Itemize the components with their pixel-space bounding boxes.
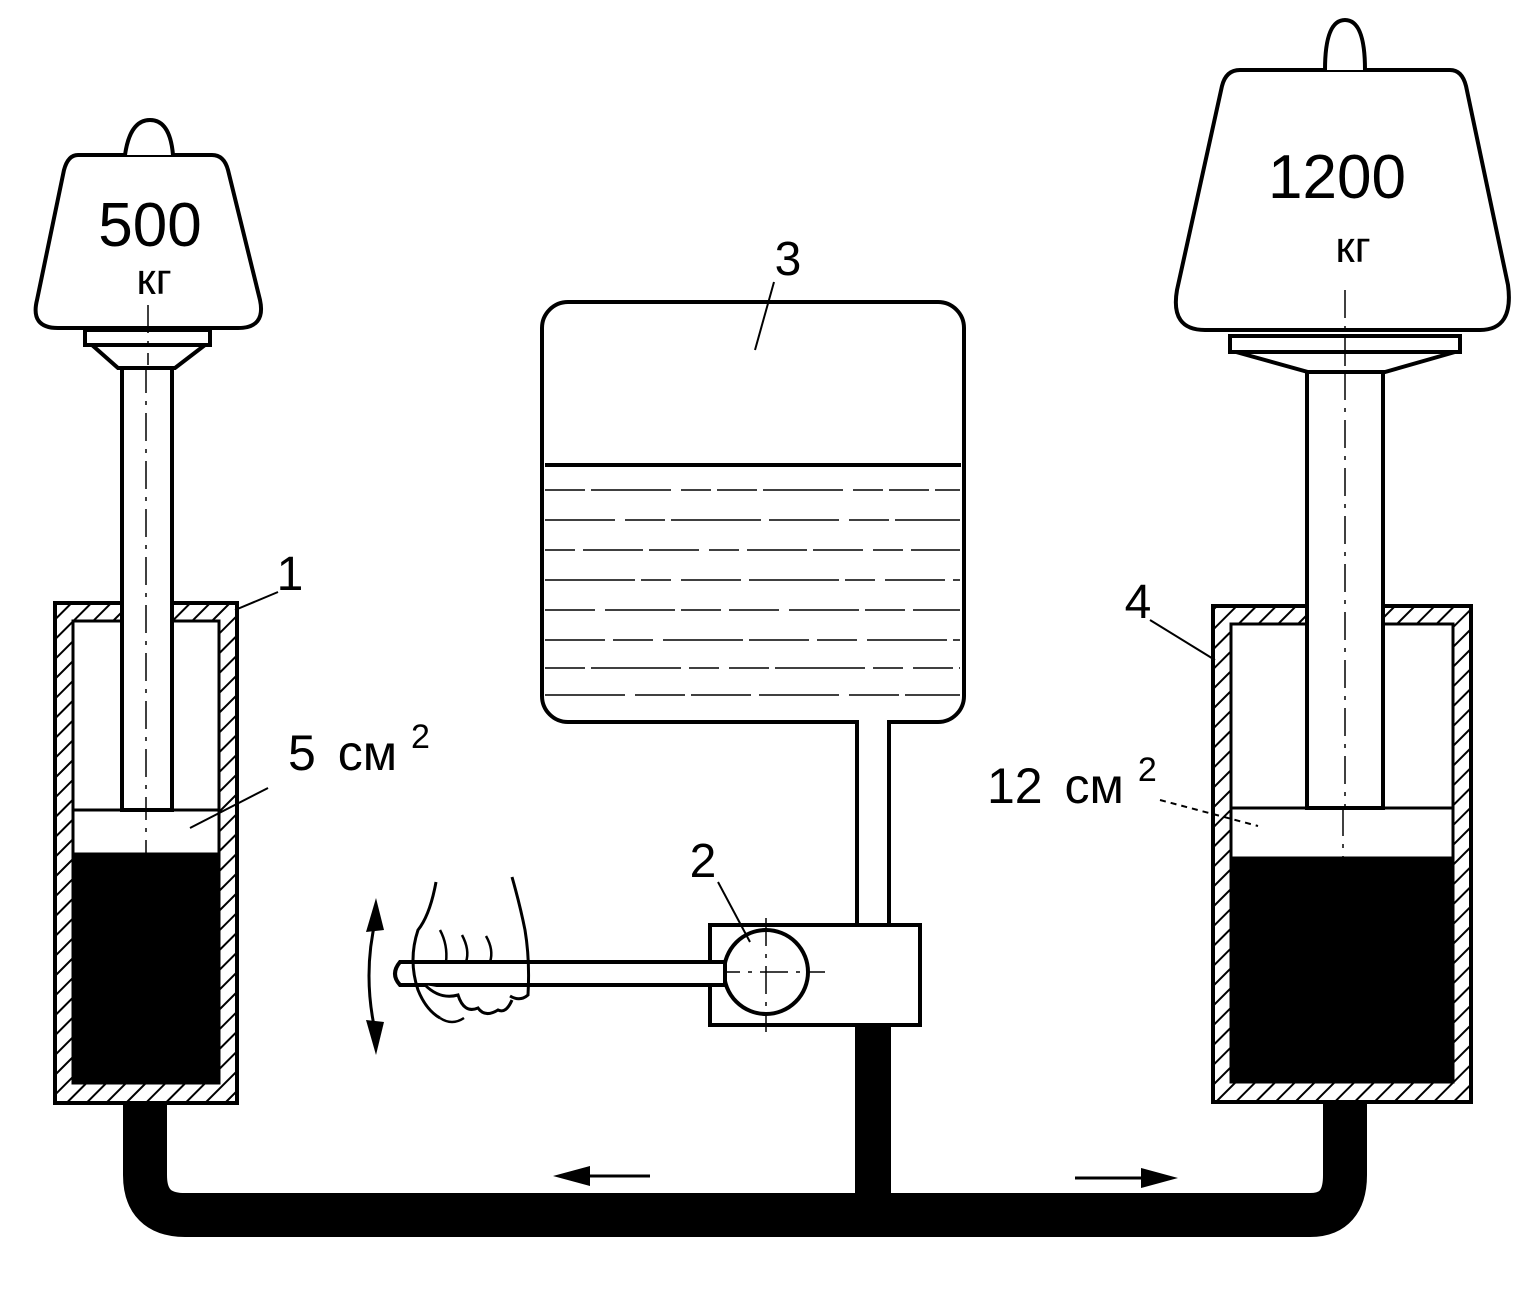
small-area-exponent: 2	[411, 718, 430, 756]
large-piston-area: 12 см 2	[987, 751, 1157, 814]
small-piston-area: 5 см 2	[288, 718, 430, 781]
small-weight-mass: 500	[98, 191, 201, 260]
small-area-unit: см	[338, 725, 397, 781]
small-piston-rod	[120, 363, 174, 812]
reservoir	[540, 300, 966, 724]
large-cylinder	[1211, 600, 1473, 1104]
small-area-value: 5	[288, 725, 316, 781]
leader-3	[754, 281, 775, 351]
leader-1	[234, 591, 279, 611]
reservoir-fluid	[545, 489, 960, 696]
flow-arrow-left	[553, 1166, 650, 1186]
label-small-cylinder: 1	[277, 548, 304, 601]
large-area-exponent: 2	[1138, 751, 1157, 789]
flow-arrow-right	[1075, 1168, 1178, 1188]
large-weight	[1173, 17, 1511, 374]
leader-2	[717, 881, 751, 943]
label-pump: 2	[690, 835, 717, 888]
small-weight-unit: кг	[136, 255, 171, 304]
label-reservoir: 3	[775, 233, 802, 286]
hand-icon	[411, 876, 531, 1024]
reservoir-outlet-pipe	[855, 718, 891, 929]
pump-lever	[393, 960, 727, 987]
leader-4	[1149, 619, 1216, 661]
leader-small-area	[189, 787, 269, 829]
label-large-cylinder: 4	[1125, 576, 1152, 629]
large-piston-rod	[1305, 370, 1385, 810]
large-area-value: 12	[987, 758, 1043, 814]
leader-large-area	[1159, 799, 1259, 827]
large-area-unit: см	[1065, 758, 1124, 814]
small-weight	[33, 117, 263, 370]
large-weight-unit: кг	[1335, 223, 1370, 272]
hand-pump	[708, 918, 922, 1032]
connecting-pipe	[123, 1025, 1367, 1237]
large-weight-mass: 1200	[1268, 143, 1406, 212]
pump-motion-arrow	[366, 898, 384, 1055]
